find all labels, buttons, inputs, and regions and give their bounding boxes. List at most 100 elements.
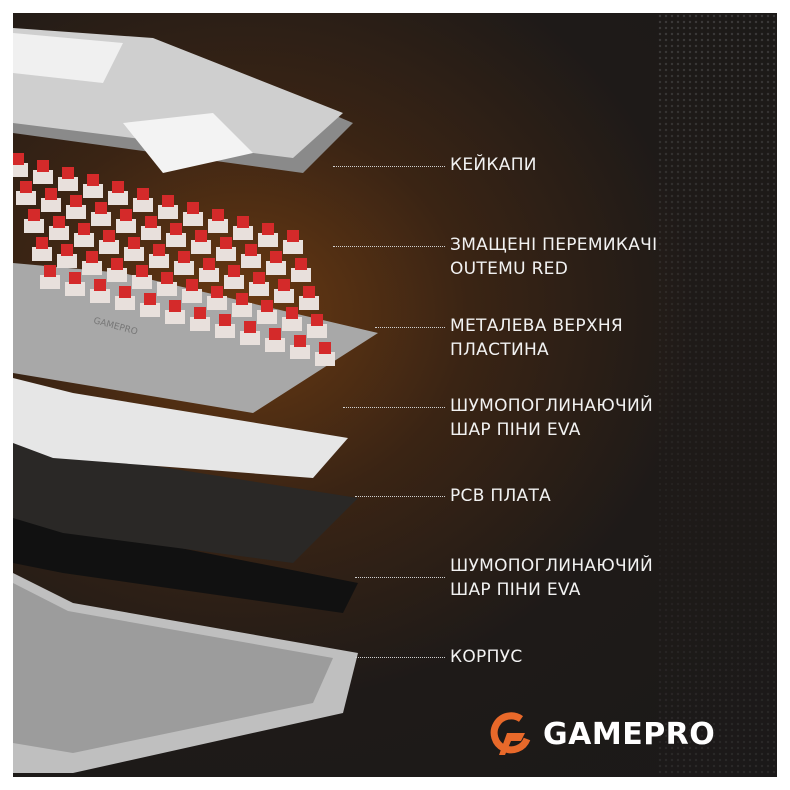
switch-housing [165, 310, 185, 324]
switch-stem [144, 293, 156, 305]
switch-housing [49, 226, 69, 240]
switch-housing [199, 268, 219, 282]
switch-stem [61, 244, 73, 256]
switch-housing [57, 254, 77, 268]
switch-stem [287, 230, 299, 242]
switch-housing [157, 282, 177, 296]
switch-stem [270, 251, 282, 263]
switch-stem [236, 293, 248, 305]
switch-housing [141, 226, 161, 240]
switch-housing [291, 268, 311, 282]
switch-stem [20, 181, 32, 193]
gamepro-logo: GAMEPRO [487, 711, 715, 757]
switch-housing [91, 212, 111, 226]
switch-housing [158, 205, 178, 219]
switch-stem [187, 202, 199, 214]
switch-stem [103, 230, 115, 242]
switch-stem [44, 265, 56, 277]
label-pcb: PCB ПЛАТА [450, 486, 552, 506]
switch-housing [257, 310, 277, 324]
leader-line [333, 246, 445, 247]
switch-stem [13, 153, 24, 165]
switch-stem [136, 265, 148, 277]
switch-housing [166, 233, 186, 247]
switch-housing [90, 289, 110, 303]
switch-housing [274, 289, 294, 303]
switch-housing [183, 212, 203, 226]
switch-housing [82, 261, 102, 275]
switch-stem [286, 307, 298, 319]
switch-stem [262, 223, 274, 235]
switch-stem [311, 314, 323, 326]
leader-line [355, 657, 445, 658]
switch-housing [233, 226, 253, 240]
switch-housing [124, 247, 144, 261]
switch-stem [203, 258, 215, 270]
switch-housing [140, 303, 160, 317]
switch-stem [244, 321, 256, 333]
switch-stem [194, 307, 206, 319]
switch-housing [74, 233, 94, 247]
switch-housing [265, 338, 285, 352]
top-foam-layer [13, 378, 348, 478]
switch-housing [240, 331, 260, 345]
switch-housing [207, 296, 227, 310]
label-keycaps: КЕЙКАПИ [450, 155, 537, 175]
switch-stem [245, 244, 257, 256]
leader-line [343, 407, 445, 408]
switch-stem [162, 195, 174, 207]
switch-stem [95, 202, 107, 214]
switch-housing [232, 303, 252, 317]
label-case: КОРПУС [450, 647, 523, 667]
switch-housing [307, 324, 327, 338]
switch-housing [115, 296, 135, 310]
switch-housing [258, 233, 278, 247]
switch-housing [216, 247, 236, 261]
switch-housing [190, 317, 210, 331]
switch-stem [253, 272, 265, 284]
switch-housing [65, 282, 85, 296]
switch-housing [299, 296, 319, 310]
switch-stem [111, 258, 123, 270]
switch-housing [41, 198, 61, 212]
gamepro-logo-icon [490, 712, 531, 755]
switch-stem [28, 209, 40, 221]
switch-stem [145, 216, 157, 228]
switch-stem [137, 188, 149, 200]
switch-stem [153, 244, 165, 256]
switch-stem [119, 286, 131, 298]
switch-housing [290, 345, 310, 359]
leader-line [333, 166, 445, 167]
switch-stem [53, 216, 65, 228]
leader-line [375, 327, 445, 328]
switch-stem [78, 223, 90, 235]
switch-stem [120, 209, 132, 221]
halftone-pattern [657, 13, 777, 777]
switch-housing [174, 261, 194, 275]
switch-housing [24, 219, 44, 233]
switch-housing [224, 275, 244, 289]
switch-housing [215, 324, 235, 338]
switch-stem [178, 251, 190, 263]
switch-stem [69, 272, 81, 284]
switch-stem [261, 300, 273, 312]
switch-stem [319, 342, 331, 354]
switch-housing [266, 261, 286, 275]
switch-stem [295, 258, 307, 270]
switch-stem [278, 279, 290, 291]
switch-housing [32, 247, 52, 261]
switch-stem [294, 335, 306, 347]
switch-housing [99, 240, 119, 254]
switches-layer [13, 153, 335, 366]
switch-housing [182, 289, 202, 303]
switch-housing [132, 275, 152, 289]
leader-line [355, 577, 445, 578]
switch-stem [36, 237, 48, 249]
exploded-keyboard-illustration: GAMEPRO [13, 28, 378, 773]
switch-stem [170, 223, 182, 235]
